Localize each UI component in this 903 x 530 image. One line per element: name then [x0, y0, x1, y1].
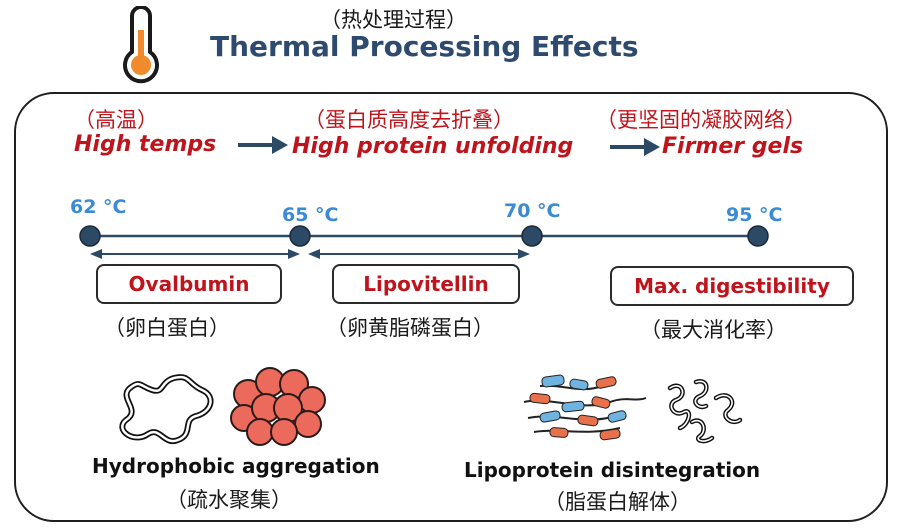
page-title: Thermal Processing Effects — [210, 30, 639, 63]
label-lipovitellin-cn: （卵黄脂磷蛋白） — [326, 316, 494, 340]
protein-aggregate-icon — [230, 367, 326, 446]
timeline-node-65 — [289, 225, 311, 247]
thermometer-icon — [120, 6, 160, 86]
range-arrow-lipovitellin — [308, 249, 530, 259]
flow-step-1-en: High temps — [74, 132, 217, 157]
unfolded-protein-icon — [119, 374, 214, 445]
effect-hydrophobic-aggregation-cn: （疏水聚集） — [166, 488, 292, 512]
effect-lipoprotein-disintegration: Lipoprotein disintegration — [464, 458, 761, 482]
label-max-digestibility-cn: （最大消化率） — [640, 318, 787, 342]
label-box-ovalbumin: Ovalbumin — [96, 264, 282, 304]
flow-step-1-cn: （高温） — [74, 108, 158, 132]
flow-step-3-en: Firmer gels — [662, 134, 804, 159]
disintegrated-squiggle-icon — [667, 379, 743, 444]
flow-step-3-cn: （更坚固的凝胶网络） — [596, 108, 806, 132]
timeline-node-70 — [521, 225, 543, 247]
label-lipovitellin: Lipovitellin — [363, 272, 489, 296]
lipoprotein-strands-icon — [523, 374, 647, 441]
main-panel — [14, 92, 888, 522]
effect-lipoprotein-disintegration-cn: （脂蛋白解体） — [544, 490, 691, 514]
flow-step-2-cn: （蛋白质高度去折叠） — [304, 108, 514, 132]
right-arrow-icon — [610, 138, 660, 156]
effect-hydrophobic-aggregation: Hydrophobic aggregation — [92, 454, 380, 478]
range-arrow-ovalbumin — [90, 249, 300, 259]
timeline-node-62 — [79, 225, 101, 247]
temp-label-62: 62 °C — [70, 196, 127, 218]
label-box-max-digestibility: Max. digestibility — [610, 266, 854, 306]
timeline-node-95 — [747, 225, 769, 247]
temp-label-95: 95 °C — [726, 204, 783, 226]
temp-label-70: 70 °C — [504, 200, 561, 222]
subtitle-chinese: （热处理过程） — [320, 8, 467, 32]
label-ovalbumin: Ovalbumin — [128, 272, 250, 296]
right-arrow-icon — [238, 136, 288, 154]
temp-label-65: 65 °C — [282, 204, 339, 226]
label-max-digestibility: Max. digestibility — [634, 274, 830, 298]
temperature-timeline — [79, 225, 769, 259]
label-box-lipovitellin: Lipovitellin — [332, 264, 520, 304]
flow-step-2-en: High protein unfolding — [292, 134, 574, 159]
label-ovalbumin-cn: （卵白蛋白） — [104, 316, 230, 340]
